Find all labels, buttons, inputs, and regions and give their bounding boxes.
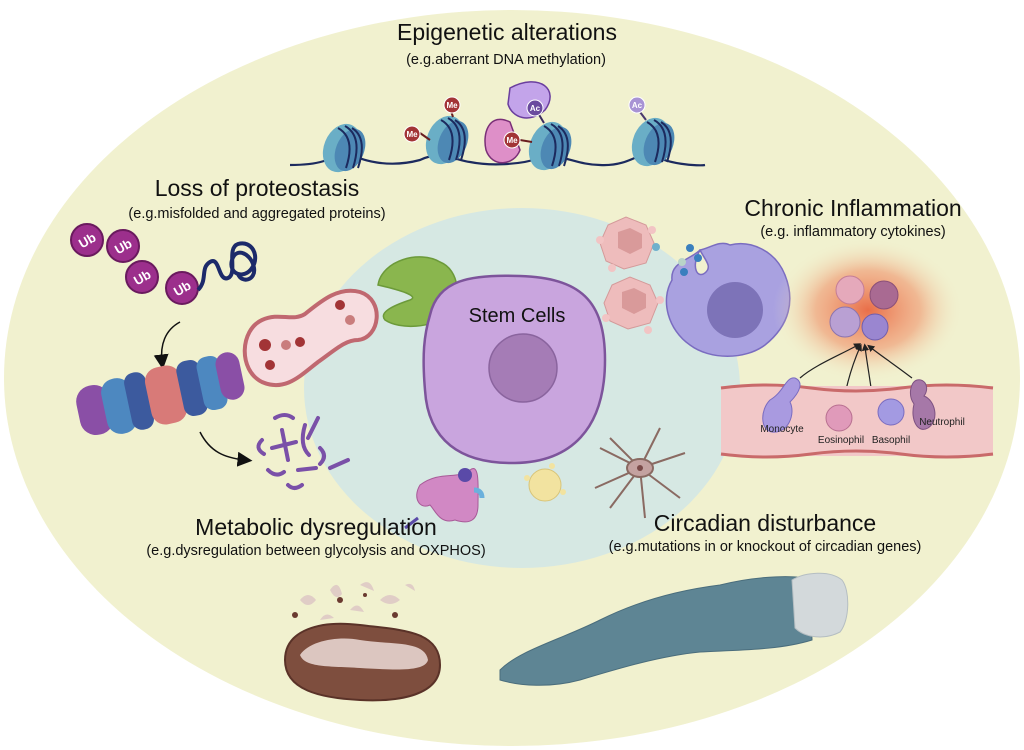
inflammatory-cells	[829, 275, 899, 341]
senescent-cells	[596, 216, 664, 334]
proteostasis-subtitle: (e.g.misfolded and aggregated proteins)	[128, 206, 385, 222]
stem-cell-nucleus	[488, 333, 558, 403]
inflammation-subtitle: (e.g. inflammatory cytokines)	[760, 224, 945, 240]
metabolic-subtitle: (e.g.dysregulation between glycolysis an…	[146, 543, 485, 559]
monocyte-label: Monocyte	[760, 424, 804, 435]
peptide-fragments	[256, 413, 350, 490]
inflammation-glow	[773, 238, 963, 382]
migrating-cell	[404, 468, 485, 530]
methyl-mark	[403, 125, 421, 143]
circadian-title: Circadian disturbance	[654, 510, 876, 536]
yellow-apoptotic-cell	[524, 463, 566, 502]
monocyte-cell	[762, 377, 801, 433]
eosinophil-cell	[825, 404, 853, 432]
acetyl-mark	[628, 96, 646, 114]
proteostasis-title: Loss of proteostasis	[155, 175, 360, 201]
arrow-to-fragments	[199, 431, 253, 467]
stem-cells-label: Stem Cells	[469, 305, 566, 327]
methyl-mark	[443, 96, 461, 114]
epigenetic-title: Epigenetic alterations	[397, 19, 617, 45]
neuron	[594, 427, 686, 519]
methyl-label: Me	[446, 101, 458, 110]
reader-protein-pink	[484, 118, 521, 164]
circadian-subtitle: (e.g.mutations in or knockout of circadi…	[609, 539, 922, 555]
sleeping-person	[499, 572, 849, 686]
acetyl-label: Ac	[632, 101, 643, 110]
lysosome	[242, 288, 379, 388]
nucleosome	[322, 123, 366, 173]
methyl-mark	[503, 131, 521, 149]
basophil-cell	[877, 398, 905, 426]
neutrophil-cell	[909, 379, 936, 430]
inflammation-title: Chronic Inflammation	[744, 195, 961, 221]
methyl-label: Me	[506, 136, 518, 145]
epigenetic-subtitle: (e.g.aberrant DNA methylation)	[406, 52, 606, 68]
methyl-label: Me	[406, 130, 418, 139]
acetyl-label: Ac	[530, 104, 541, 113]
mitochondrion	[283, 582, 442, 702]
nucleosome	[528, 121, 572, 171]
metabolic-title: Metabolic dysregulation	[195, 514, 437, 540]
arrow-to-aggregate	[153, 321, 181, 370]
nucleosome	[631, 117, 675, 167]
chromatin-illustration: Me Me Me Ac Ac	[289, 81, 706, 173]
misfolded-protein	[196, 241, 258, 292]
eosinophil-label: Eosinophil	[818, 435, 864, 446]
ubiquitin-chain: Ub Ub Ub Ub	[70, 223, 258, 305]
macrophage	[665, 242, 791, 357]
acetyl-mark	[526, 99, 544, 117]
neutrophil-label: Neutrophil	[919, 417, 965, 428]
blood-vessel: Monocyte Eosinophil Basophil Neutrophil	[720, 377, 994, 459]
basophil-label: Basophil	[872, 435, 910, 446]
nucleosome	[425, 115, 469, 165]
protein-aggregate	[76, 352, 245, 436]
